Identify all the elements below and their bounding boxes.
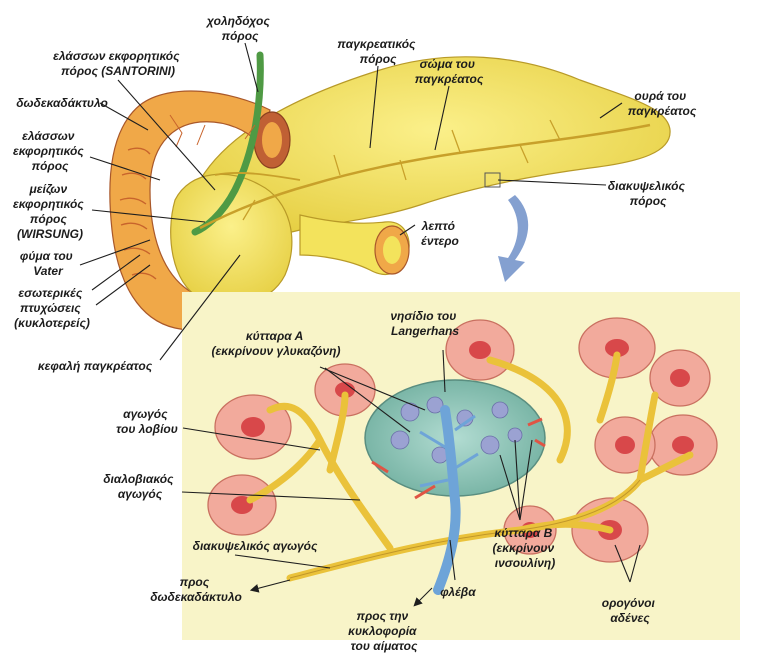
pancreas-head-label: κεφαλή παγκρέατος	[38, 359, 153, 373]
zoom-arrow	[498, 195, 528, 282]
intercalated-duct-label: διακυψελικός πόρος	[608, 179, 688, 208]
vater-label: φύμα του Vater	[20, 249, 76, 278]
minor-duct-label: ελάσσων εκφορητικός πόρος	[13, 129, 87, 173]
santorini-duct-label: ελάσσων εκφορητικός πόρος (SANTORINI)	[53, 49, 183, 78]
pancreatic-duct-label: παγκρεατικός πόρος	[337, 37, 419, 66]
lobule-duct-label: αγωγός του λοβίου	[116, 407, 178, 436]
inset-intercalated-duct-label: διακυψελικός αγωγός	[193, 539, 318, 553]
pancreas-tail-label: ουρά του παγκρέατος	[628, 89, 697, 118]
vein-label: φλέβα	[440, 585, 476, 599]
duodenum-label: δωδεκαδάκτυλο	[16, 96, 108, 110]
small-intestine-label: λεπτό έντερο	[421, 219, 459, 248]
b-cells-label: κύτταρα Β (εκκρίνουν ινσουλίνη)	[492, 526, 557, 570]
pancreas-body-label: σώμα του παγκρέατος	[415, 57, 484, 86]
interlobular-duct-label: διαλοβιακός αγωγός	[103, 472, 177, 501]
islet-label: νησίδιο του Langerhans	[390, 309, 459, 338]
pancreas-illustration	[110, 55, 670, 330]
bile-duct-label: χοληδόχος πόρος	[205, 14, 273, 43]
to-blood-label: προς την κυκλοφορία του αίματος	[348, 609, 420, 653]
circular-folds-label: εσωτερικές πτυχώσεις (κυκλοτερείς)	[14, 286, 90, 330]
wirsung-duct-label: μείζων εκφορητικός πόρος (WIRSUNG)	[13, 182, 87, 241]
